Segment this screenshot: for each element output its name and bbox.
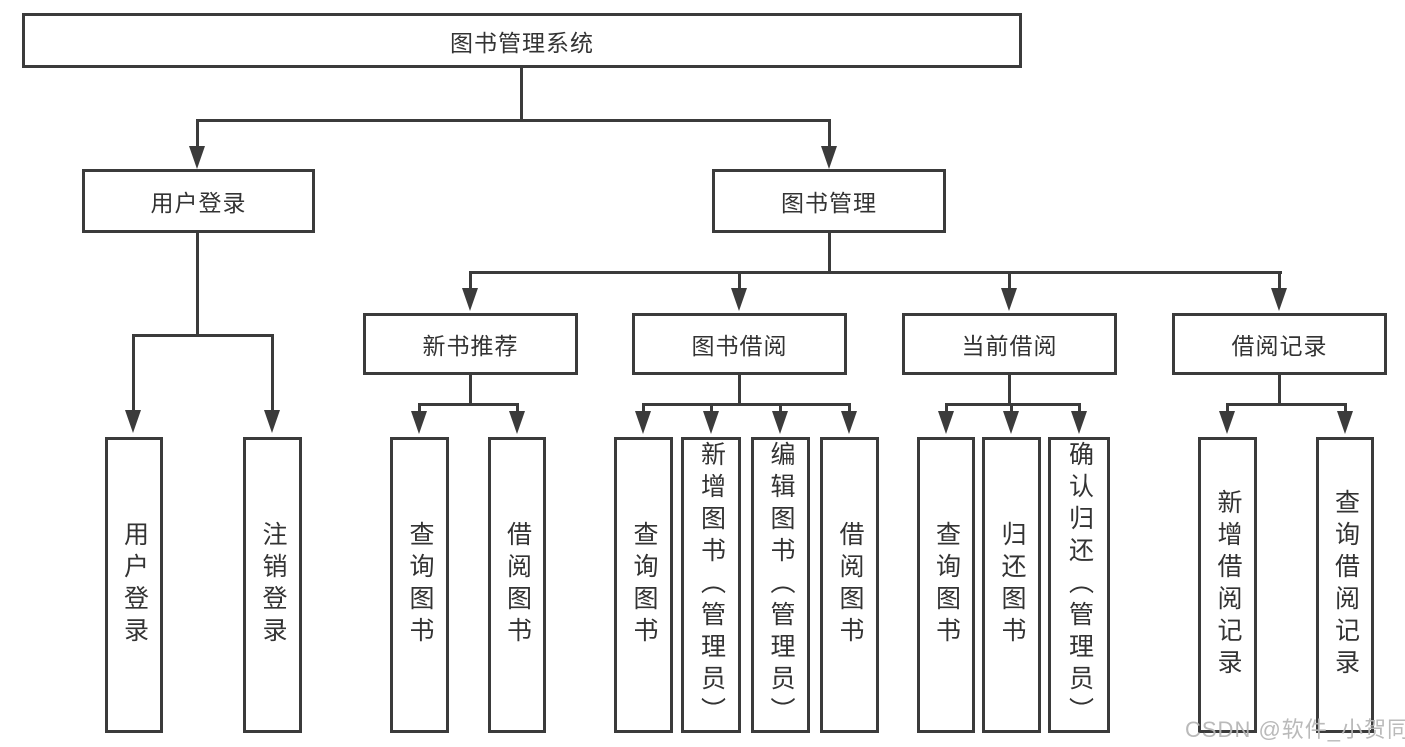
connector-records-trunk (1278, 375, 1281, 406)
node-add-books-admin: 新增图书（管理员） (681, 437, 741, 733)
connector-drop-user-login (196, 119, 199, 149)
connector-drop-current-query (945, 403, 948, 415)
node-book-borrow: 图书借阅 (632, 313, 847, 375)
arrowhead-records-query (1337, 411, 1353, 434)
connector-drop-recommend-query (418, 403, 421, 415)
arrowhead-recommend-query (411, 411, 427, 434)
connector-level2-branch (196, 119, 831, 122)
connector-drop-current-borrow (1008, 271, 1011, 291)
connector-book-mgmt-trunk (828, 233, 831, 274)
arrowhead-logout-leaf (264, 410, 280, 433)
arrowhead-current-borrow (1001, 288, 1017, 311)
node-new-book-recommend: 新书推荐 (363, 313, 578, 375)
connector-level3-branch (469, 271, 1282, 274)
connector-drop-records-query (1344, 403, 1347, 415)
connector-borrow-branch (642, 403, 850, 406)
arrowhead-borrow-borrow (841, 411, 857, 434)
node-confirm-return-admin: 确认归还（管理员） (1048, 437, 1110, 733)
connector-borrow-trunk (738, 375, 741, 406)
connector-drop-borrow-borrow (848, 403, 851, 415)
arrowhead-current-confirm (1071, 411, 1087, 434)
arrowhead-borrow-query (635, 411, 651, 434)
connector-drop-current-confirm (1078, 403, 1081, 415)
connector-drop-borrow-records (1278, 271, 1281, 291)
connector-recommend-branch (418, 403, 519, 406)
node-query-books-borrow: 查询图书 (614, 437, 673, 733)
arrowhead-current-query (938, 411, 954, 434)
connector-recommend-trunk (469, 375, 472, 406)
connector-user-login-branch (132, 334, 274, 337)
connector-drop-borrow-add (710, 403, 713, 415)
arrowhead-new-book (462, 288, 478, 311)
node-query-borrow-record: 查询借阅记录 (1316, 437, 1374, 733)
arrowhead-book-borrow (731, 288, 747, 311)
arrowhead-login-leaf (125, 410, 141, 433)
node-return-books: 归还图书 (982, 437, 1041, 733)
connector-current-trunk (1008, 375, 1011, 406)
node-add-borrow-record: 新增借阅记录 (1198, 437, 1257, 733)
arrowhead-book-management (821, 146, 837, 169)
arrowhead-borrow-records (1271, 288, 1287, 311)
node-user-login-leaf: 用户登录 (105, 437, 163, 733)
connector-records-branch (1226, 403, 1346, 406)
csdn-watermark: CSDN @软件_小贺同学 (1185, 717, 1405, 742)
arrowhead-records-add (1219, 411, 1235, 434)
node-borrow-books-leaf: 借阅图书 (820, 437, 879, 733)
connector-drop-current-return (1010, 403, 1013, 415)
node-query-books-current: 查询图书 (917, 437, 975, 733)
arrowhead-current-return (1003, 411, 1019, 434)
node-query-books-recommend: 查询图书 (390, 437, 449, 733)
connector-drop-logout-leaf (271, 334, 274, 412)
node-book-management: 图书管理 (712, 169, 946, 233)
connector-drop-login-leaf (132, 334, 135, 412)
arrowhead-borrow-edit (772, 411, 788, 434)
arrowhead-recommend-borrow (509, 411, 525, 434)
connector-root-trunk (520, 68, 523, 121)
connector-user-login-trunk (196, 233, 199, 337)
node-current-borrow: 当前借阅 (902, 313, 1117, 375)
node-logout-leaf: 注销登录 (243, 437, 302, 733)
connector-drop-book-borrow (738, 271, 741, 291)
connector-drop-borrow-edit (779, 403, 782, 415)
connector-drop-recommend-borrow (516, 403, 519, 415)
connector-drop-borrow-query (642, 403, 645, 415)
node-library-management-system: 图书管理系统 (22, 13, 1022, 68)
connector-drop-new-book (469, 271, 472, 291)
arrowhead-borrow-add (703, 411, 719, 434)
arrowhead-user-login (189, 146, 205, 169)
connector-drop-book-management (828, 119, 831, 149)
node-borrow-records: 借阅记录 (1172, 313, 1387, 375)
node-borrow-books-recommend: 借阅图书 (488, 437, 546, 733)
connector-drop-records-add (1226, 403, 1229, 415)
node-edit-books-admin: 编辑图书（管理员） (751, 437, 810, 733)
node-user-login: 用户登录 (82, 169, 315, 233)
